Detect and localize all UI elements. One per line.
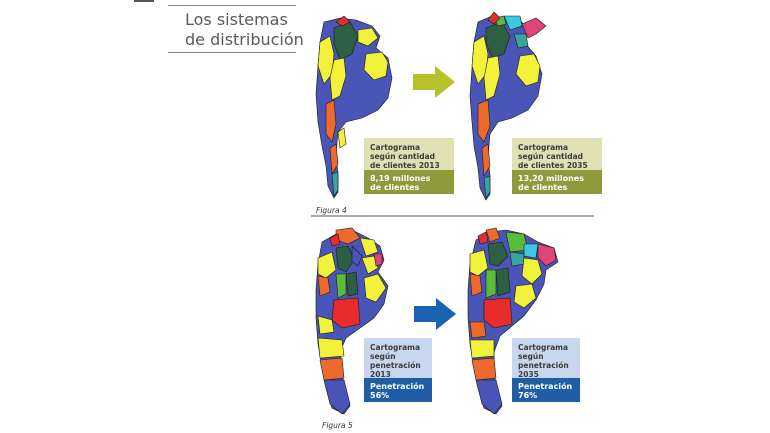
fig4-left-value: 8,19 millones de clientes (364, 170, 454, 194)
fig5-right-value: Penetración 76% (512, 378, 580, 402)
caption-line: según cantidad (370, 152, 436, 161)
map-fig5-2013 (315, 227, 389, 415)
caption-line: según (518, 352, 544, 361)
caption-line: según (370, 352, 396, 361)
value-line: 56% (370, 391, 390, 400)
title-line-2: de distribución (185, 30, 304, 49)
caption-line: de clientes 2013 (370, 161, 440, 170)
caption-line: Cartograma (518, 343, 569, 352)
value-line: de clientes (518, 183, 568, 192)
caption-line: Cartograma (370, 343, 421, 352)
caption-line: 2013 (370, 370, 391, 379)
caption-line: 2035 (518, 370, 539, 379)
caption-line: Cartograma (518, 143, 569, 152)
value-line: de clientes (370, 183, 420, 192)
fig5-right-caption: Cartograma según penetración 2035 (512, 338, 580, 380)
caption-line: penetración (370, 361, 421, 370)
caption-line: penetración (518, 361, 569, 370)
header-accent-rule (134, 0, 154, 2)
caption-line: según cantidad (518, 152, 584, 161)
value-line: 8,19 millones (370, 174, 431, 183)
map-fig4-2035 (469, 11, 547, 201)
fig4-left-caption: Cartograma según cantidad de clientes 20… (364, 138, 454, 173)
header-top-rule (168, 5, 296, 6)
title-line-1: Los sistemas (185, 10, 288, 29)
map-fig5-2035 (467, 227, 559, 415)
page-title: Los sistemas de distribución (185, 10, 305, 50)
map-fig4-2013 (315, 15, 393, 199)
figure-5-label: Figura 5 (322, 421, 353, 430)
header-bottom-rule (168, 52, 296, 53)
right-arrow-icon (414, 298, 456, 330)
value-line: 13,20 millones (518, 174, 585, 183)
value-line: 76% (518, 391, 538, 400)
value-line: Penetración (370, 382, 425, 391)
fig5-left-caption: Cartograma según penetración 2013 (364, 338, 432, 380)
value-line: Penetración (518, 382, 573, 391)
right-arrow-icon (413, 66, 455, 98)
figure-4-label: Figura 4 (316, 206, 347, 215)
caption-line: Cartograma (370, 143, 421, 152)
fig4-right-value: 13,20 millones de clientes (512, 170, 602, 194)
fig4-right-caption: Cartograma según cantidad de clientes 20… (512, 138, 602, 173)
fig5-left-value: Penetración 56% (364, 378, 432, 402)
caption-line: de clientes 2035 (518, 161, 588, 170)
